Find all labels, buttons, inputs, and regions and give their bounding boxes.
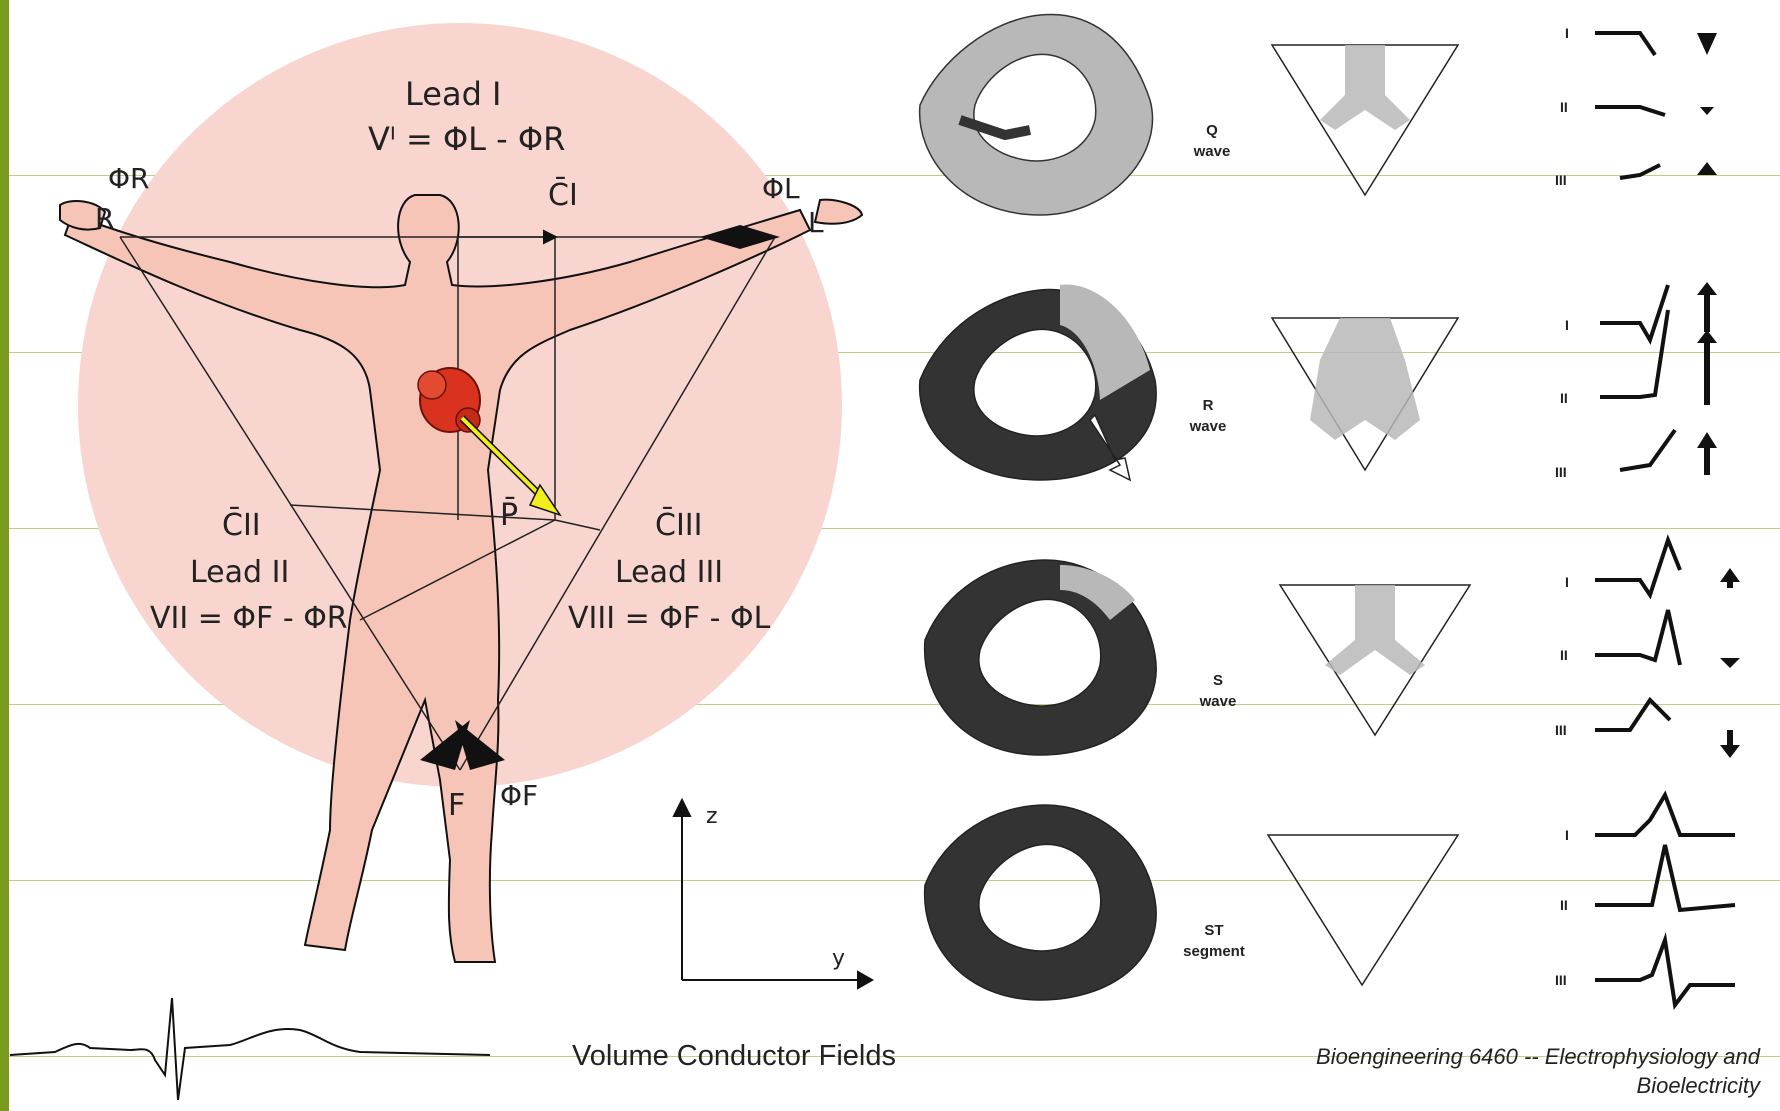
row-s (925, 560, 1157, 755)
c3-label: C̄III (655, 507, 703, 543)
c2-label: C̄II (222, 507, 261, 543)
wave-rows (920, 14, 1740, 1005)
ecg-trace (10, 998, 490, 1100)
l-electrode-label: L (808, 206, 824, 239)
row-q (920, 14, 1153, 215)
phi-l-label: ΦL (762, 172, 800, 205)
lead-label: I (1565, 25, 1569, 41)
lead2-title: Lead II (190, 555, 289, 590)
row-st (925, 805, 1157, 1000)
axis-z-label: z (706, 804, 718, 829)
lead-label: I (1565, 574, 1569, 590)
course-caption-line-1: Bioengineering 6460 -- Electrophysiology… (1200, 1042, 1760, 1071)
r-electrode-label: R (95, 202, 114, 235)
row-q-label-1: Q (1206, 122, 1218, 139)
einthoven-diagram: Lead I Vᴵ = ΦL - ΦR Lead II VII = ΦF - Φ… (60, 23, 862, 962)
slide-title: Volume Conductor Fields (572, 1040, 896, 1073)
lead-label: I (1565, 317, 1569, 333)
lead-label: II (1560, 897, 1568, 913)
lead-label: II (1560, 390, 1568, 406)
row-st-label-1: ST (1204, 922, 1223, 939)
lead-label: III (1555, 972, 1567, 988)
lead-waveforms (1595, 33, 1735, 1005)
phi-r-label: ΦR (108, 162, 150, 195)
lead-label: III (1555, 464, 1567, 480)
lead1-equation: Vᴵ = ΦL - ΦR (368, 120, 565, 158)
phi-f-label: ΦF (500, 779, 538, 812)
axis-y-label: y (832, 946, 845, 971)
lead-triangles (1268, 45, 1470, 985)
row-r-label-1: R (1203, 397, 1214, 414)
lead-label: I (1565, 827, 1569, 843)
lead1-title: Lead I (405, 75, 501, 113)
row-s-label-1: S (1213, 672, 1223, 689)
lead2-equation: VII = ΦF - ΦR (150, 601, 348, 636)
lead3-title: Lead III (615, 555, 723, 590)
lead-label: II (1560, 647, 1568, 663)
row-s-label-2: wave (1199, 693, 1237, 710)
row-labels: Q wave R wave S wave ST segment (1183, 122, 1245, 960)
p-label: P̄ (500, 497, 518, 533)
vector-arrows (1697, 33, 1740, 758)
lead-label: III (1555, 722, 1567, 738)
row-r (920, 284, 1157, 480)
triangle-shading (1310, 45, 1425, 675)
lead-numerals: I II III I II III I II III I II III (1555, 25, 1569, 988)
lead-label: II (1560, 99, 1568, 115)
row-r-label-2: wave (1189, 418, 1227, 435)
c1-label: C̄I (548, 177, 578, 213)
lead-label: III (1555, 172, 1567, 188)
row-st-label-2: segment (1183, 943, 1245, 960)
course-caption-line-2: Bioelectricity (1200, 1071, 1760, 1100)
row-q-label-2: wave (1193, 143, 1231, 160)
lead3-equation: VIII = ΦF - ΦL (568, 601, 771, 636)
course-caption: Bioengineering 6460 -- Electrophysiology… (1200, 1042, 1760, 1100)
f-electrode-label: F (448, 788, 465, 823)
